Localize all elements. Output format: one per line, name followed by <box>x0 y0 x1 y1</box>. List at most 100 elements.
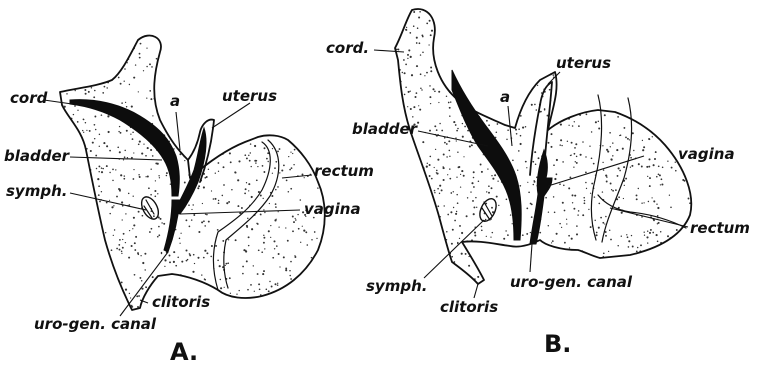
stipple-dot <box>173 251 175 253</box>
stipple-dot <box>522 127 524 129</box>
stipple-dot <box>474 234 476 236</box>
stipple-dot <box>295 218 296 219</box>
stipple-dot <box>130 134 131 135</box>
stipple-dot <box>112 180 114 182</box>
stipple-dot <box>652 136 653 137</box>
stipple-dot <box>572 202 573 203</box>
stipple-dot <box>161 222 162 223</box>
stipple-dot <box>576 162 578 164</box>
stipple-dot <box>164 259 166 261</box>
stipple-dot <box>460 186 461 187</box>
stipple-dot <box>291 167 293 169</box>
stipple-dot <box>437 205 439 207</box>
stipple-dot <box>181 261 183 263</box>
stipple-dot <box>593 163 595 165</box>
stipple-dot <box>612 142 613 143</box>
stipple-dot <box>641 202 642 203</box>
stipple-dot <box>150 149 152 151</box>
stipple-dot <box>244 154 246 156</box>
stipple-dot <box>95 155 97 157</box>
stipple-dot <box>155 162 157 164</box>
stipple-dot <box>154 195 156 197</box>
stipple-dot <box>119 249 121 251</box>
stipple-dot <box>437 159 439 161</box>
stipple-dot <box>184 160 185 161</box>
stipple-dot <box>113 235 114 236</box>
stipple-dot <box>507 234 509 236</box>
stipple-dot <box>116 248 118 250</box>
stipple-dot <box>656 234 658 236</box>
stipple-dot <box>230 293 231 294</box>
panel-a-inner-fold <box>214 142 271 290</box>
stipple-dot <box>124 156 126 158</box>
stipple-dot <box>83 119 84 120</box>
stipple-dot <box>659 174 661 176</box>
stipple-dot <box>96 168 98 170</box>
stipple-dot <box>236 294 237 295</box>
stipple-dot <box>132 132 134 134</box>
stipple-dot <box>416 42 418 44</box>
stipple-dot <box>166 175 168 177</box>
stipple-dot <box>122 239 123 240</box>
stipple-dot <box>279 148 281 150</box>
stipple-dot <box>253 265 254 266</box>
stipple-dot <box>131 305 132 306</box>
stipple-dot <box>254 160 256 162</box>
stipple-dot <box>222 240 224 242</box>
stipple-dot <box>405 86 407 88</box>
stipple-dot <box>657 241 659 243</box>
stipple-dot <box>138 295 140 297</box>
stipple-dot <box>140 255 141 256</box>
stipple-dot <box>605 175 607 177</box>
panel-a-symphysis-hatch <box>144 200 154 218</box>
stipple-dot <box>658 174 660 176</box>
stipple-dot <box>203 186 205 188</box>
stipple-dot <box>471 144 472 145</box>
stipple-dot <box>516 133 518 135</box>
stipple-dot <box>150 98 152 100</box>
stipple-dot <box>99 134 100 135</box>
stipple-dot <box>131 245 133 247</box>
stipple-dot <box>407 106 408 107</box>
stipple-dot <box>239 290 240 291</box>
stipple-dot <box>476 207 477 208</box>
stipple-dot <box>486 191 487 192</box>
stipple-dot <box>538 157 540 159</box>
stipple-dot <box>138 211 140 213</box>
stipple-dot <box>498 205 499 206</box>
stipple-dot <box>198 185 200 187</box>
stipple-dot <box>77 121 79 123</box>
stipple-dot <box>577 214 578 215</box>
stipple-dot <box>532 161 534 163</box>
stipple-dot <box>139 277 141 279</box>
stipple-dot <box>224 287 225 288</box>
stipple-dot <box>275 189 277 191</box>
stipple-dot <box>456 130 458 132</box>
stipple-dot <box>261 251 263 253</box>
stipple-dot <box>515 129 517 131</box>
stipple-dot <box>193 214 195 216</box>
stipple-dot <box>457 242 458 243</box>
stipple-dot <box>257 166 258 167</box>
stipple-dot <box>262 273 264 275</box>
stipple-dot <box>436 170 438 172</box>
stipple-dot <box>133 152 134 153</box>
stipple-dot <box>420 54 421 55</box>
stipple-dot <box>436 129 438 131</box>
stipple-dot <box>643 202 644 203</box>
stipple-dot <box>262 165 264 167</box>
stipple-dot <box>649 185 651 187</box>
stipple-dot <box>138 174 140 176</box>
stipple-dot <box>654 158 656 160</box>
stipple-dot <box>676 229 678 231</box>
stipple-dot <box>94 138 95 139</box>
stipple-dot <box>439 193 440 194</box>
stipple-dot <box>520 115 522 117</box>
stipple-dot <box>471 182 473 184</box>
stipple-dot <box>506 139 507 140</box>
stipple-dot <box>584 202 586 204</box>
stipple-dot <box>134 249 136 251</box>
stipple-dot <box>450 211 452 213</box>
stipple-dot <box>217 229 219 231</box>
stipple-b <box>396 11 691 280</box>
